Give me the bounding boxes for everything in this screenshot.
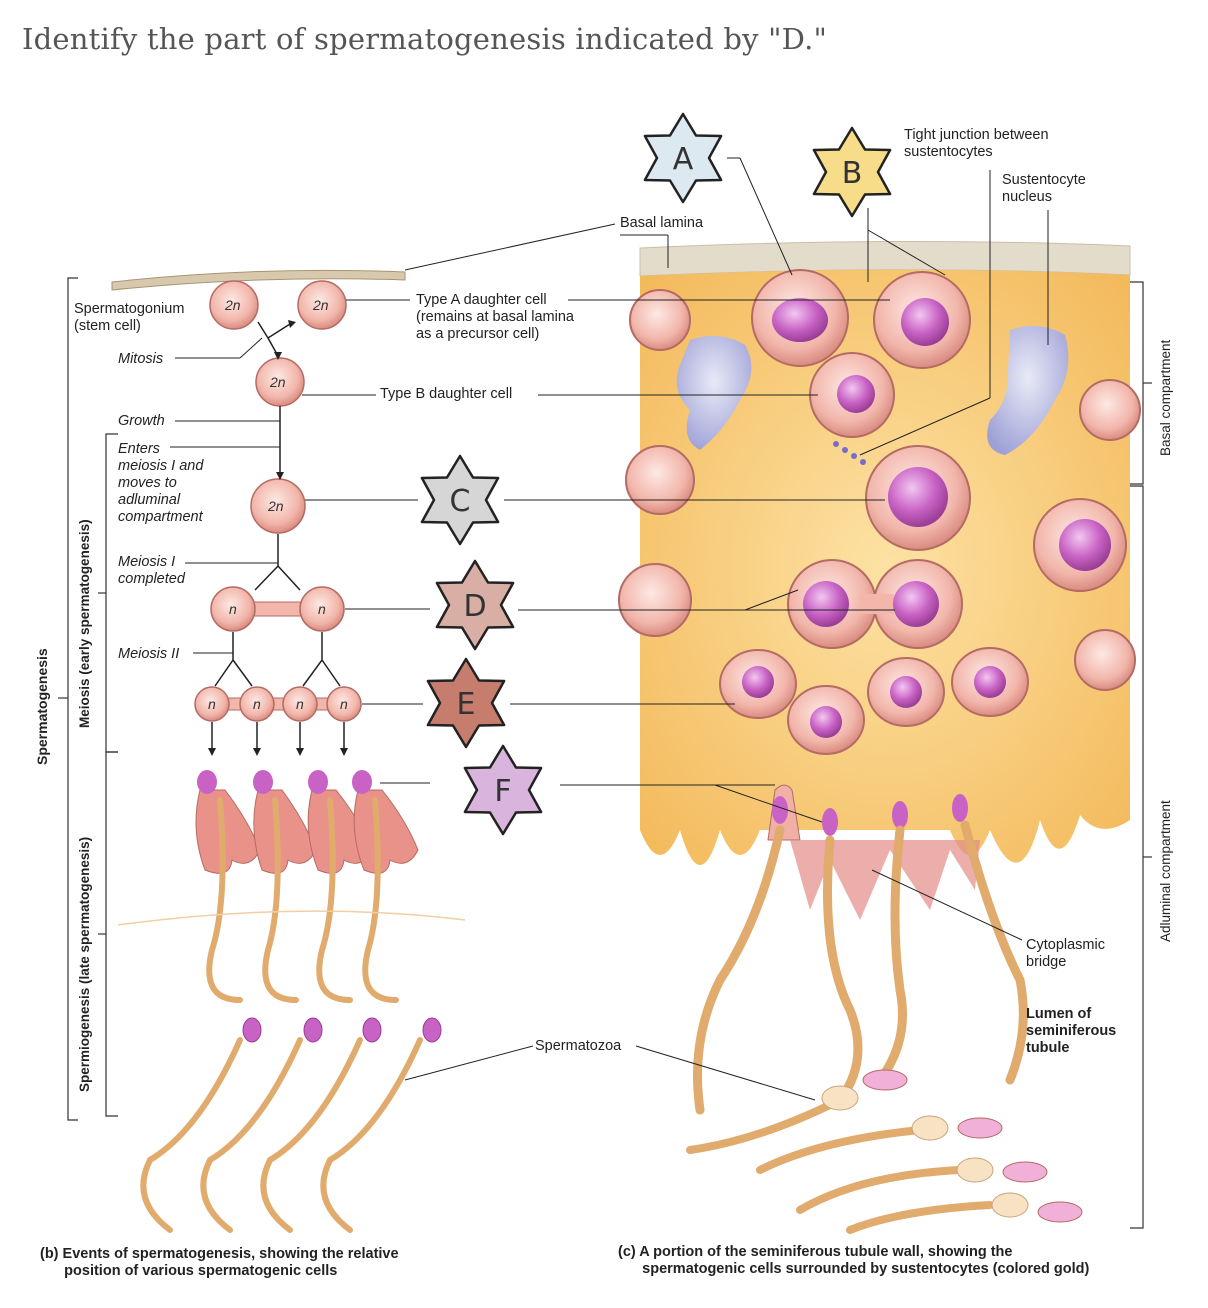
- peripheral-cells: [618, 289, 1141, 691]
- label-tight-junction: Tight junction between sustentocytes: [904, 127, 1049, 160]
- side-label-spermiogenesis: Spermiogenesis (late spermatogenesis): [77, 836, 92, 1092]
- spermatogonium-cell-a: [751, 269, 849, 367]
- sustentocyte-nucleus-left: [676, 336, 752, 450]
- label-mitosis: Mitosis: [118, 351, 164, 367]
- label-meiosis-i-completed: Meiosis I completed: [118, 554, 185, 587]
- label-spermatozoa: Spermatozoa: [535, 1038, 622, 1054]
- star-letter-b: B: [842, 156, 863, 191]
- leader-lines: [170, 157, 1049, 1101]
- free-spermatozoa: [686, 1069, 1083, 1234]
- tight-junction: [833, 441, 866, 465]
- star-letter-e: E: [457, 687, 476, 722]
- stage-brackets: [58, 277, 118, 1121]
- secondary-spermatocyte-pair: [787, 559, 963, 649]
- star-e: E: [426, 657, 506, 749]
- star-b: B: [812, 126, 892, 218]
- label-basal-lamina: Basal lamina: [620, 215, 704, 231]
- label-cytoplasmic-bridge: Cytoplasmic bridge: [1026, 937, 1105, 970]
- star-a: A: [643, 112, 723, 204]
- caption-c: (c) A portion of the seminiferous tubule…: [618, 1244, 1090, 1277]
- label-type-b: Type B daughter cell: [380, 386, 513, 402]
- svg-text:2n: 2n: [224, 297, 241, 313]
- stars-layer: A B C D E F: [420, 112, 892, 836]
- label-sustentocyte-nucleus: Sustentocyte nucleus: [1002, 172, 1086, 205]
- left-flow-arrows: [211, 321, 345, 752]
- svg-text:n: n: [229, 601, 237, 617]
- star-c: C: [420, 454, 500, 546]
- star-letter-c: C: [450, 484, 471, 519]
- svg-text:n: n: [296, 696, 304, 712]
- svg-text:n: n: [208, 696, 216, 712]
- sustentocyte-nucleus-right: [987, 326, 1069, 455]
- ploidy-labels: 2n 2n 2n 2n n n n n n n: [208, 297, 348, 712]
- star-letter-d: D: [463, 589, 486, 624]
- type-b-daughter-cell: [809, 352, 895, 438]
- star-f: F: [463, 744, 543, 836]
- label-growth: Growth: [118, 413, 165, 429]
- label-spermatogonium: Spermatogonium (stem cell): [74, 301, 185, 334]
- left-cells: [194, 280, 362, 722]
- left-mature-spermatozoa: [140, 1017, 442, 1233]
- question-text: Identify the part of spermatogenesis ind…: [22, 22, 828, 56]
- label-type-a: Type A daughter cell (remains at basal l…: [416, 292, 574, 342]
- side-label-basal-compartment: Basal compartment: [1158, 339, 1173, 456]
- star-letter-a: A: [673, 142, 694, 177]
- svg-text:2n: 2n: [267, 498, 284, 514]
- svg-text:n: n: [318, 601, 326, 617]
- side-label-meiosis: Meiosis (early spermatogenesis): [77, 519, 92, 728]
- svg-text:n: n: [253, 696, 261, 712]
- spermatid-chain: [719, 647, 1029, 755]
- compartment-brackets: [1130, 281, 1152, 1229]
- svg-text:2n: 2n: [269, 374, 286, 390]
- label-lumen: Lumen of seminiferous tubule: [1026, 1006, 1117, 1056]
- label-meiosis-ii: Meiosis II: [118, 646, 180, 662]
- star-letter-f: F: [494, 774, 511, 809]
- primary-spermatocyte-cell: [865, 445, 971, 551]
- embedded-spermatids: [767, 784, 980, 920]
- caption-b: (b) Events of spermatogenesis, showing t…: [40, 1246, 399, 1279]
- side-label-adluminal-compartment: Adluminal compartment: [1158, 800, 1173, 942]
- label-enters-meiosis: Enters meiosis I and moves to adluminal …: [118, 441, 204, 525]
- type-a-daughter-cell: [873, 271, 971, 369]
- left-developing-spermatids: [117, 770, 466, 1003]
- arrow-heads: [208, 320, 348, 756]
- left-spermatids: [194, 686, 362, 722]
- star-d: D: [435, 559, 515, 651]
- basal-lamina-left: [111, 269, 406, 291]
- sperm-tails-panel-c: [693, 820, 1028, 1115]
- svg-text:2n: 2n: [312, 297, 329, 313]
- side-label-spermatogenesis: Spermatogenesis: [34, 648, 50, 765]
- svg-text:n: n: [340, 696, 348, 712]
- tubule-wall-panel: [618, 240, 1141, 1234]
- left-secondary-spermatocytes: [210, 586, 345, 632]
